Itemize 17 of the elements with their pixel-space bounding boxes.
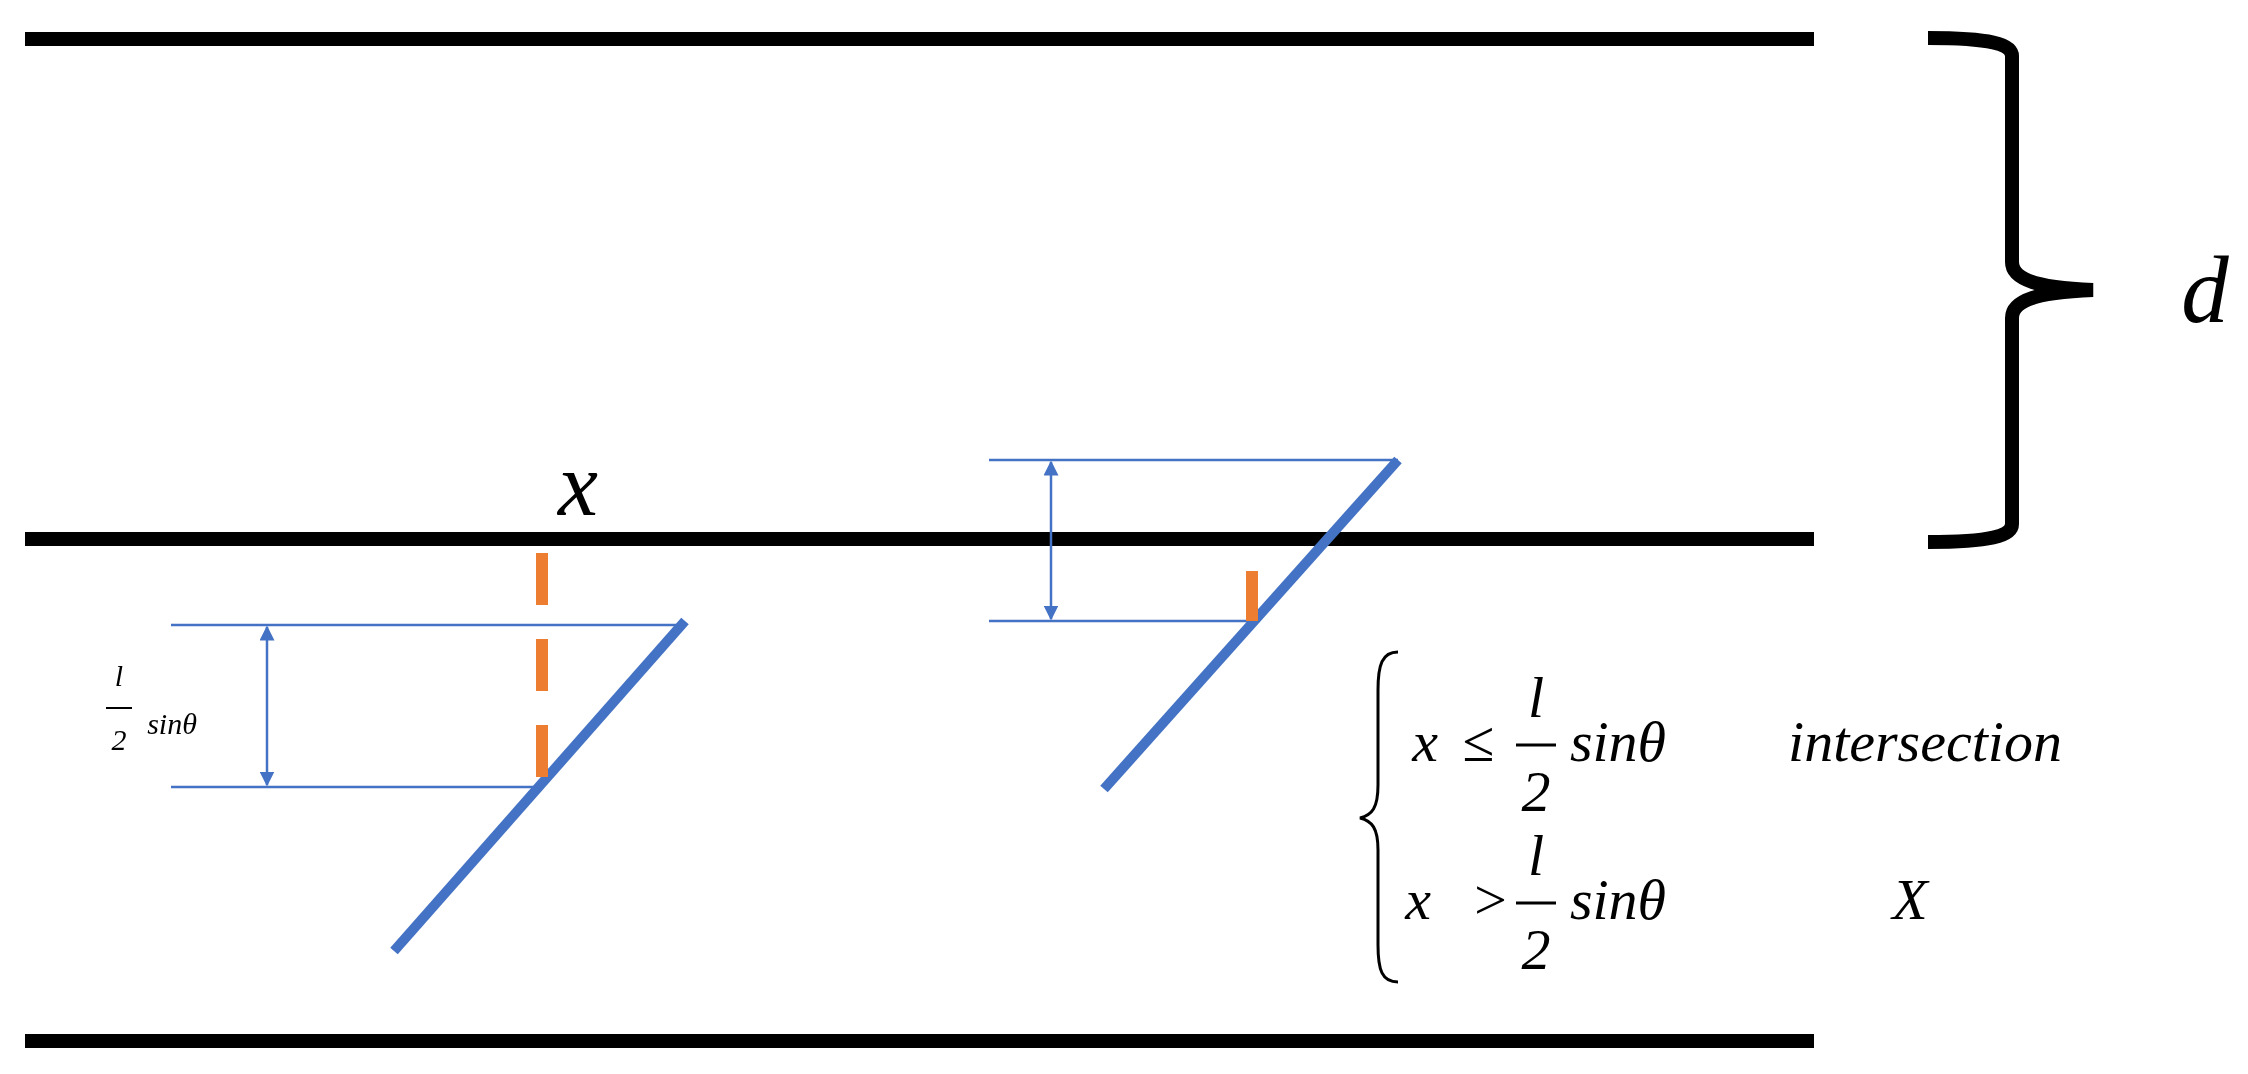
fraction-numerator: l — [114, 661, 124, 691]
math-term: sinθ — [1569, 713, 1667, 771]
variable-label: x — [558, 440, 598, 530]
variable-label: d — [2181, 242, 2229, 338]
condition-label: intersection — [1788, 713, 2062, 771]
fraction-numerator: l — [1527, 669, 1545, 727]
fraction-denominator: 2 — [1521, 921, 1551, 979]
variable-label: x — [1405, 871, 1431, 929]
math-term: sinθ — [147, 709, 197, 739]
math-term: sinθ — [1569, 871, 1667, 929]
fraction-denominator: 2 — [1521, 763, 1551, 821]
math-symbol: > — [1470, 871, 1510, 929]
math-symbol: ≤ — [1462, 713, 1494, 771]
variable-label: x — [1412, 713, 1438, 771]
fraction-numerator: l — [1527, 827, 1545, 885]
fraction-denominator: 2 — [111, 725, 127, 755]
condition-label: X — [1892, 871, 1928, 929]
